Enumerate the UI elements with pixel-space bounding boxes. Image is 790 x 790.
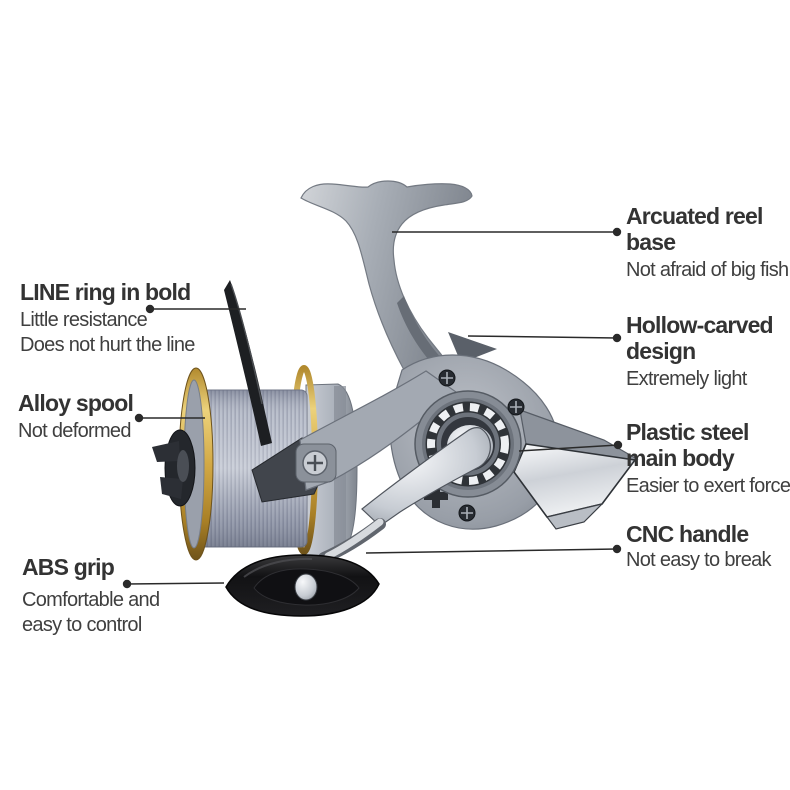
callout-description: Comfortable and easy to control — [22, 588, 160, 638]
callout-description: Not deformed — [18, 419, 133, 444]
body-screw — [458, 504, 476, 522]
callout-desc-line: Comfortable and — [22, 589, 160, 611]
body-screw — [438, 369, 456, 387]
callout-line-ring: LINE ring in bold Little resistance Does… — [20, 279, 195, 358]
callout-abs-grip: ABS grip Comfortable and easy to control — [22, 554, 160, 638]
callout-alloy-spool: Alloy spool Not deformed — [18, 390, 134, 444]
callout-desc-line: Not afraid of big fish — [626, 259, 789, 281]
leader-line-plastic-steel — [518, 444, 619, 452]
leader-dot-line-ring — [145, 304, 155, 314]
callout-title: Arcuated reel base — [626, 203, 788, 255]
callout-reel-base: Arcuated reel base Not afraid of big fis… — [626, 203, 789, 283]
bail-wire — [224, 280, 272, 446]
leader-dot-alloy-spool — [134, 413, 144, 423]
callout-desc-line: Not deformed — [18, 420, 131, 442]
callout-title-line: design — [626, 338, 696, 364]
leader-dot-hollow-carved — [612, 333, 622, 343]
callout-title-line: base — [626, 229, 676, 255]
callout-description: Extremely light — [626, 367, 773, 392]
callout-desc-line: easy to control — [22, 614, 142, 636]
callout-cnc-handle: CNC handle Not easy to break — [626, 521, 772, 573]
callout-desc-line: Does not hurt the line — [20, 334, 195, 356]
spool-bracket-arm — [251, 370, 457, 503]
spool — [152, 365, 358, 561]
body-screw — [507, 398, 525, 416]
callout-title: LINE ring in bold — [20, 279, 191, 305]
leader-line-hollow-carved — [467, 335, 618, 339]
callout-desc-line: Easier to exert force — [626, 475, 790, 497]
leader-line-cnc-handle — [365, 548, 618, 554]
handle — [225, 427, 491, 617]
callout-title-line: Arcuated reel — [626, 203, 763, 229]
callout-title: Alloy spool — [18, 390, 134, 416]
callout-hollow-carved: Hollow-carved design Extremely light — [626, 312, 774, 392]
callout-desc-line: Not easy to break — [626, 549, 772, 571]
callout-title: CNC handle — [626, 521, 749, 547]
callout-description: Little resistance Does not hurt the line — [20, 308, 195, 358]
callout-description: Not afraid of big fish — [626, 258, 789, 283]
callout-title: Plastic steel main body — [626, 419, 790, 471]
callout-description: Not easy to break — [626, 548, 772, 573]
leader-dot-plastic-steel — [613, 440, 623, 450]
leader-dots — [122, 227, 623, 589]
callout-plastic-steel: Plastic steel main body Easier to exert … — [626, 419, 790, 499]
leader-line-abs-grip — [126, 582, 225, 585]
callout-title-line: main body — [626, 445, 735, 471]
crank-arm — [361, 427, 491, 527]
callout-desc-line: Little resistance — [20, 309, 148, 331]
callout-title-line: Hollow-carved — [626, 312, 774, 338]
callout-desc-line: Extremely light — [626, 368, 747, 390]
handle-grip — [225, 554, 380, 617]
grip-center-cap — [294, 573, 318, 601]
reel-foot-and-stem — [300, 180, 497, 371]
body-tail — [513, 409, 639, 530]
hollow-slit — [397, 296, 444, 368]
reel-foot — [300, 180, 473, 371]
callout-title: ABS grip — [22, 554, 115, 580]
leader-lines — [126, 231, 619, 585]
leader-dot-cnc-handle — [612, 544, 622, 554]
callout-description: Easier to exert force — [626, 474, 790, 499]
leader-dot-abs-grip — [122, 579, 132, 589]
callout-title: Hollow-carved design — [626, 312, 774, 364]
callout-title-line: Plastic steel — [626, 419, 749, 445]
leader-dot-reel-base — [612, 227, 622, 237]
